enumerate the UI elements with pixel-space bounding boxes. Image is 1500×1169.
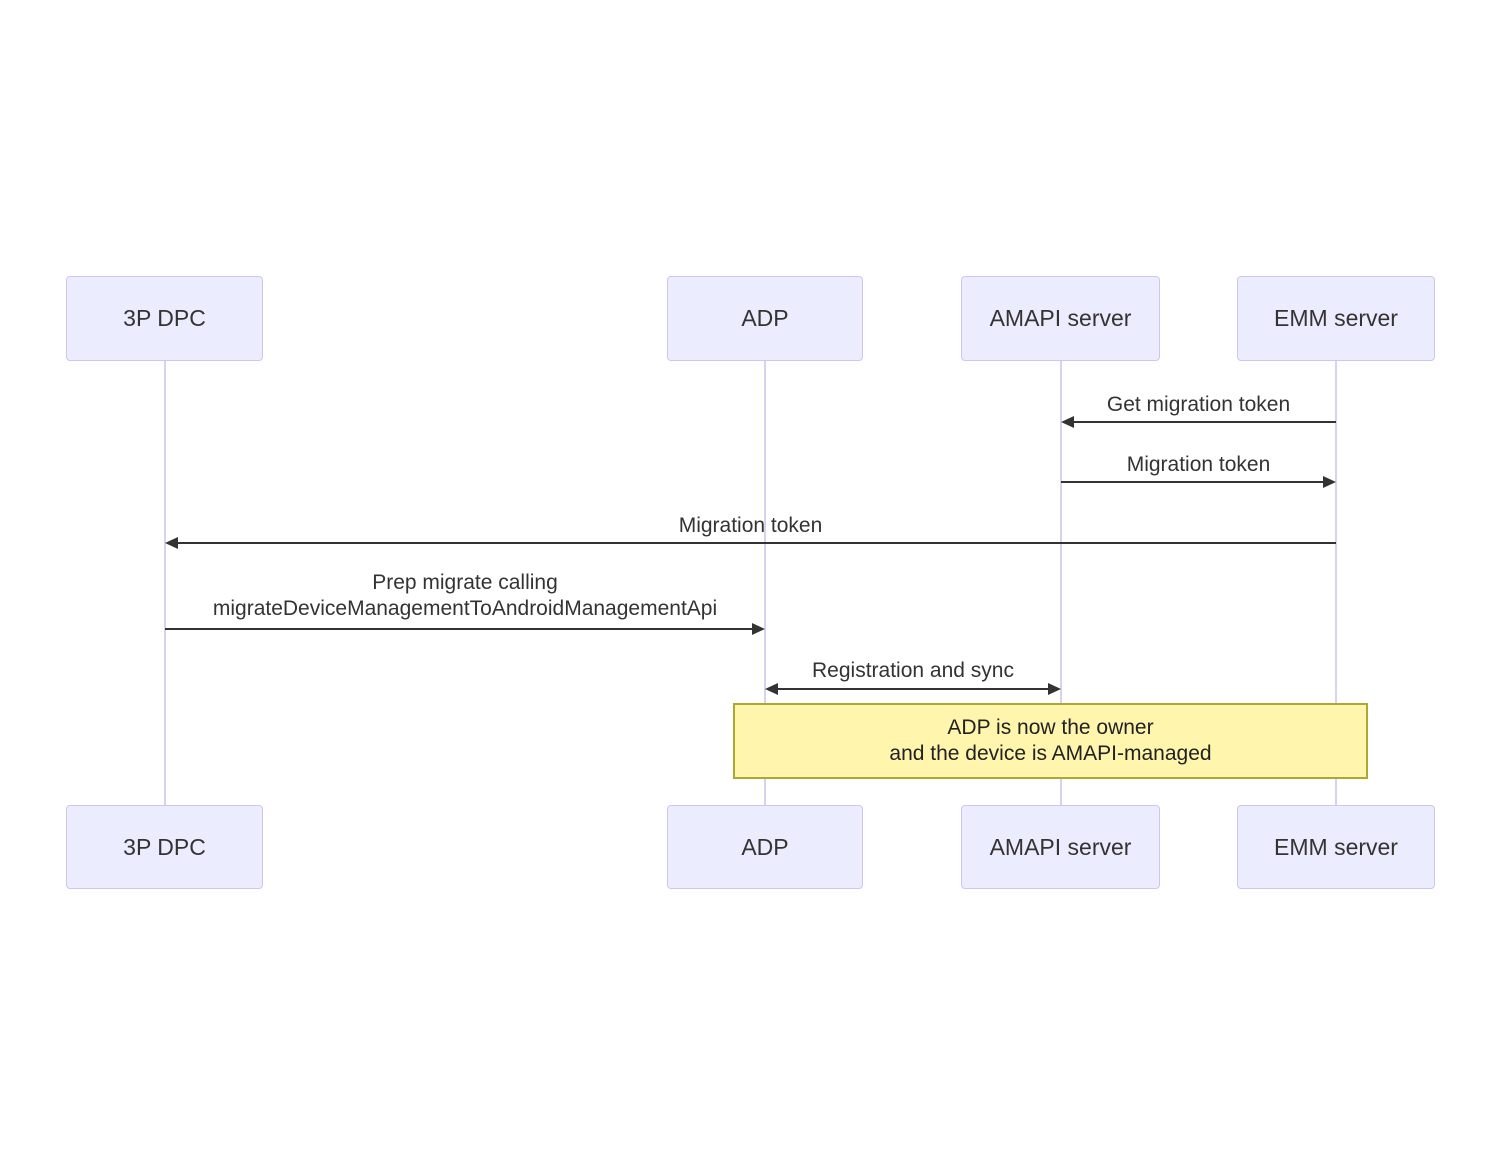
message-label-get-migration-token: Get migration token bbox=[1106, 393, 1291, 416]
message-line-get-migration-token bbox=[1074, 421, 1336, 423]
message-line-migration-token-to-emm bbox=[1061, 481, 1323, 483]
message-label-registration-and-sync: Registration and sync bbox=[812, 659, 1014, 682]
message-line-registration-and-sync bbox=[778, 688, 1048, 690]
message-label-migration-token-to-emm: Migration token bbox=[1126, 453, 1271, 476]
actor-label-emm-server: EMM server bbox=[1274, 833, 1398, 860]
lifeline-3p-dpc bbox=[164, 361, 166, 805]
actor-box-adp-bottom: ADP bbox=[667, 805, 863, 889]
actor-label-adp: ADP bbox=[741, 305, 789, 331]
message-label-prep-migrate-line2: migrateDeviceManagementToAndroidManageme… bbox=[212, 597, 718, 620]
actor-label-amapi-server: AMAPI server bbox=[989, 833, 1132, 860]
lifeline-emm-server bbox=[1335, 361, 1337, 805]
message-label-prep-migrate: Prep migrate calling migrateDeviceManage… bbox=[165, 570, 765, 622]
arrowhead-left-icon bbox=[765, 683, 778, 695]
note-line-2: and the device is AMAPI-managed bbox=[889, 742, 1212, 765]
actor-box-adp-top: ADP bbox=[667, 276, 863, 361]
actor-label-amapi-server: AMAPI server bbox=[989, 305, 1132, 331]
arrowhead-left-icon bbox=[165, 537, 178, 549]
note-line-1: ADP is now the owner bbox=[947, 716, 1154, 739]
actor-box-amapi-server-bottom: AMAPI server bbox=[961, 805, 1160, 889]
arrowhead-left-icon bbox=[1061, 416, 1074, 428]
lifeline-adp bbox=[764, 361, 766, 805]
actor-box-amapi-server-top: AMAPI server bbox=[961, 276, 1160, 361]
actor-label-adp: ADP bbox=[741, 833, 789, 860]
message-label-prep-migrate-line1: Prep migrate calling bbox=[372, 571, 558, 594]
lifeline-amapi-server bbox=[1060, 361, 1062, 805]
actor-label-3p-dpc: 3P DPC bbox=[123, 305, 206, 331]
message-line-migration-token-to-dpc bbox=[178, 542, 1336, 544]
actor-box-3p-dpc-bottom: 3P DPC bbox=[66, 805, 263, 889]
actor-box-emm-server-bottom: EMM server bbox=[1237, 805, 1435, 889]
actor-label-3p-dpc: 3P DPC bbox=[123, 833, 206, 860]
message-label-migration-token-to-dpc: Migration token bbox=[678, 514, 823, 537]
actor-label-emm-server: EMM server bbox=[1274, 305, 1398, 331]
actor-box-3p-dpc-top: 3P DPC bbox=[66, 276, 263, 361]
arrowhead-right-icon bbox=[1048, 683, 1061, 695]
arrowhead-right-icon bbox=[752, 623, 765, 635]
message-line-prep-migrate bbox=[165, 628, 752, 630]
arrowhead-right-icon bbox=[1323, 476, 1336, 488]
actor-box-emm-server-top: EMM server bbox=[1237, 276, 1435, 361]
note-adp-owner: ADP is now the owner and the device is A… bbox=[733, 703, 1368, 779]
